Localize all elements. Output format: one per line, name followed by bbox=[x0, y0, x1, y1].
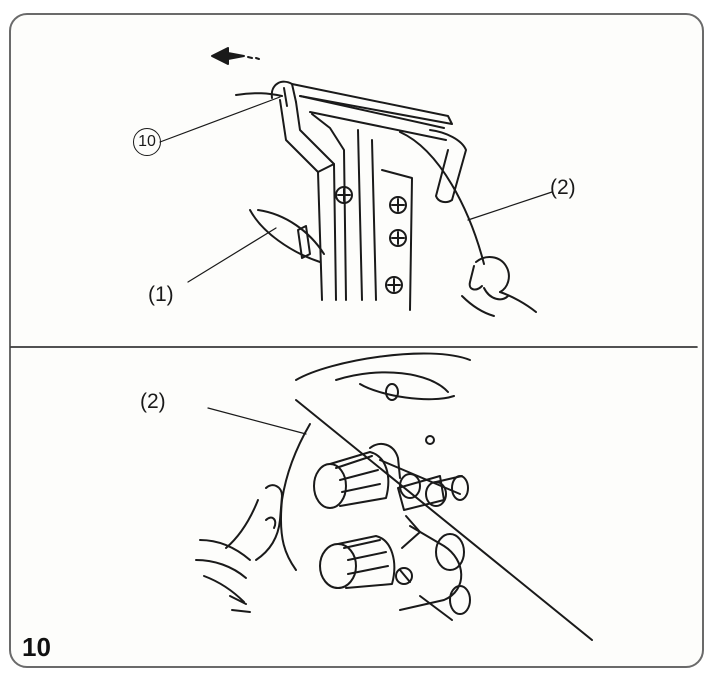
guide-pin bbox=[297, 225, 311, 259]
thread-line bbox=[235, 92, 485, 265]
label-2-top: (2) bbox=[550, 176, 576, 199]
label-2-bottom: (2) bbox=[140, 390, 166, 413]
leader-10 bbox=[159, 96, 281, 143]
machine-body bbox=[295, 352, 593, 641]
hand-left bbox=[195, 484, 283, 613]
screw-icon bbox=[389, 196, 407, 214]
tension-knob-upper bbox=[313, 442, 401, 509]
screw-icon bbox=[335, 186, 353, 204]
thread-guide-bracket bbox=[270, 80, 467, 301]
hand-right bbox=[461, 256, 537, 317]
leader-2-top bbox=[467, 191, 553, 221]
direction-arrow-icon bbox=[211, 47, 260, 65]
tension-plate bbox=[381, 169, 413, 311]
label-1: (1) bbox=[148, 283, 174, 306]
guide-posts bbox=[395, 473, 471, 621]
leader-1 bbox=[187, 227, 277, 283]
thread-bottom bbox=[280, 423, 311, 571]
tension-knob-lower bbox=[319, 535, 396, 589]
leader-2-bottom bbox=[207, 407, 307, 435]
screw-icon bbox=[389, 229, 407, 247]
callout-10: 10 bbox=[133, 128, 161, 156]
screw-icon bbox=[385, 276, 403, 294]
figure-number: 10 bbox=[22, 632, 51, 662]
thread-spool-left bbox=[249, 209, 325, 263]
